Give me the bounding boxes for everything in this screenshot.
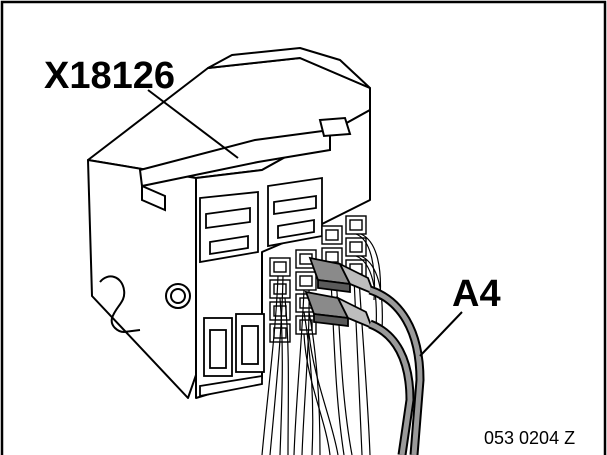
lower-slots <box>199 313 265 398</box>
label-x18126: X18126 <box>44 55 175 97</box>
leader-line-a4 <box>419 311 463 357</box>
upper-cavities <box>199 176 323 264</box>
side-latch <box>99 275 191 334</box>
inserted-terminals <box>304 256 376 330</box>
leader-line-x18126 <box>147 89 239 159</box>
label-a4: A4 <box>452 273 501 315</box>
top-rail <box>138 116 352 212</box>
figure-code: 053 0204 Z <box>484 428 575 448</box>
a4-cable <box>368 285 425 455</box>
